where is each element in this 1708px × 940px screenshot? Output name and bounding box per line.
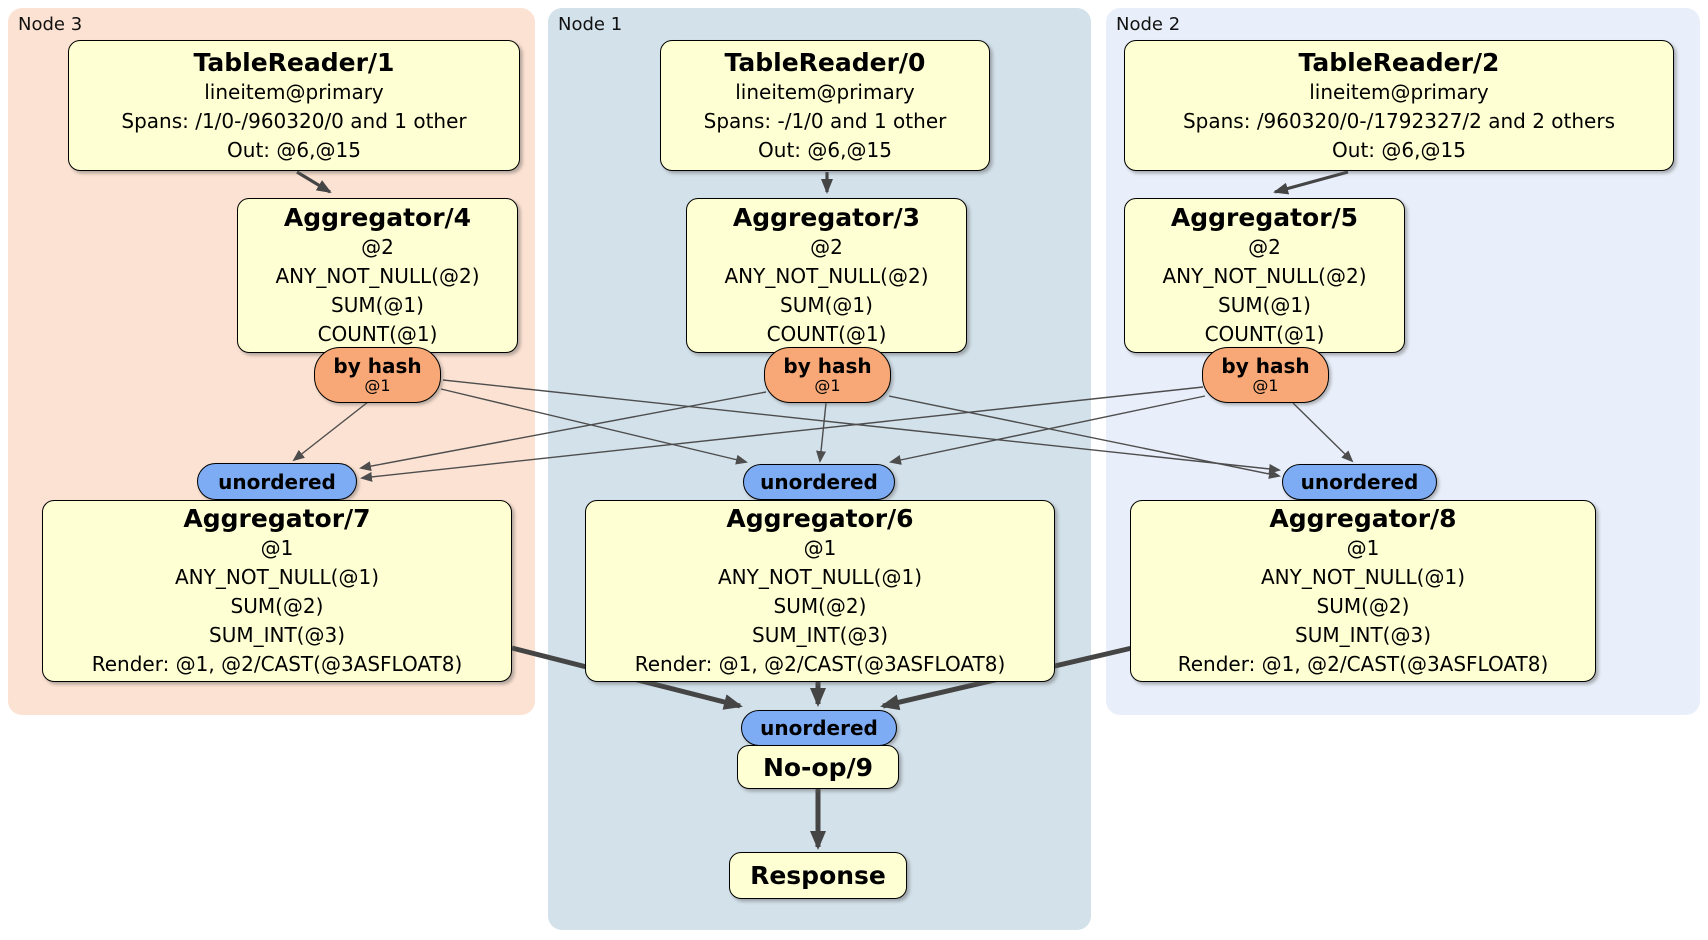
processor-detail: SUM_INT(@3) — [1295, 623, 1431, 647]
processor-detail: ANY_NOT_NULL(@2) — [1162, 264, 1367, 288]
processor-detail: Spans: /1/0-/960320/0 and 1 other — [121, 108, 467, 133]
processor-detail: ANY_NOT_NULL(@1) — [175, 565, 379, 589]
processor-detail: COUNT(@1) — [1204, 322, 1325, 346]
processor-detail: ANY_NOT_NULL(@1) — [718, 565, 922, 589]
processor-title: Aggregator/5 — [1170, 203, 1359, 232]
processor-title: Aggregator/6 — [726, 504, 914, 533]
router-label: by hash — [333, 354, 422, 378]
processor-detail: @2 — [810, 235, 843, 259]
sync-unordered-6: unordered — [743, 464, 895, 500]
region-label-node-3: Node 3 — [18, 14, 83, 35]
router-detail: @1 — [814, 376, 841, 395]
sync-unordered-8: unordered — [1282, 464, 1437, 500]
processor-detail: ANY_NOT_NULL(@2) — [275, 264, 480, 288]
processor-detail: ANY_NOT_NULL(@1) — [1261, 565, 1465, 589]
processor-detail: @1 — [260, 536, 294, 560]
processor-detail: lineitem@primary — [204, 79, 384, 104]
processor-aggregator-6: Aggregator/6 @1 ANY_NOT_NULL(@1) SUM(@2)… — [585, 500, 1055, 682]
processor-detail: lineitem@primary — [735, 79, 915, 104]
processor-detail: @2 — [361, 235, 394, 259]
processor-detail: SUM(@1) — [780, 293, 873, 317]
processor-aggregator-7: Aggregator/7 @1 ANY_NOT_NULL(@1) SUM(@2)… — [42, 500, 512, 682]
processor-detail: Render: @1, @2/CAST(@3ASFLOAT8) — [1177, 652, 1549, 676]
router-by-hash-5: by hash @1 — [1202, 347, 1329, 403]
sync-label: unordered — [1300, 470, 1419, 494]
processor-detail: SUM(@2) — [1316, 594, 1410, 618]
edge-bh4-u7 — [292, 401, 369, 462]
processor-tablereader-0: TableReader/0 lineitem@primary Spans: -/… — [660, 40, 990, 171]
processor-detail: Spans: /960320/0-/1792327/2 and 2 others — [1182, 108, 1615, 133]
processor-title: TableReader/2 — [1298, 47, 1500, 77]
edge-bh3-u6 — [816, 402, 827, 463]
processor-response: Response — [729, 852, 907, 899]
processor-title: TableReader/0 — [724, 47, 926, 77]
processor-detail: Out: @6,@15 — [1332, 137, 1466, 162]
sync-label: unordered — [218, 469, 336, 494]
processor-aggregator-3: Aggregator/3 @2 ANY_NOT_NULL(@2) SUM(@1)… — [686, 198, 967, 353]
processor-tablereader-1: TableReader/1 lineitem@primary Spans: /1… — [68, 40, 520, 171]
edge-bh5-u7 — [360, 386, 1204, 482]
processor-detail: @1 — [1346, 536, 1380, 560]
processor-title: Aggregator/4 — [283, 203, 472, 232]
processor-detail: COUNT(@1) — [766, 322, 887, 346]
processor-detail: SUM_INT(@3) — [209, 623, 345, 647]
processor-detail: SUM(@2) — [230, 594, 324, 618]
sync-label: unordered — [760, 470, 878, 494]
processor-tablereader-2: TableReader/2 lineitem@primary Spans: /9… — [1124, 40, 1674, 171]
processor-detail: lineitem@primary — [1309, 79, 1489, 104]
router-by-hash-4: by hash @1 — [314, 347, 441, 403]
edge-bh3-u7 — [359, 391, 767, 472]
processor-detail: @1 — [803, 536, 837, 560]
processor-detail: ANY_NOT_NULL(@2) — [724, 264, 929, 288]
processor-detail: Out: @6,@15 — [227, 137, 361, 162]
sync-unordered-7: unordered — [197, 463, 357, 500]
router-label: by hash — [783, 354, 872, 378]
processor-aggregator-8: Aggregator/8 @1 ANY_NOT_NULL(@1) SUM(@2)… — [1130, 500, 1596, 682]
router-detail: @1 — [1252, 376, 1279, 395]
processor-detail: Render: @1, @2/CAST(@3ASFLOAT8) — [634, 652, 1006, 676]
processor-detail: Spans: -/1/0 and 1 other — [703, 108, 947, 133]
processor-aggregator-4: Aggregator/4 @2 ANY_NOT_NULL(@2) SUM(@1)… — [237, 198, 518, 353]
edge-bh5-u8 — [1292, 402, 1354, 463]
processor-title: TableReader/1 — [193, 47, 395, 77]
edge-tr2-agg5 — [1273, 170, 1349, 195]
region-label-node-1: Node 1 — [558, 14, 623, 35]
processor-title: Response — [750, 861, 886, 890]
processor-detail: SUM_INT(@3) — [752, 623, 888, 647]
edge-bh3-u8 — [888, 395, 1281, 479]
edge-bh5-u6 — [889, 395, 1206, 465]
processor-aggregator-5: Aggregator/5 @2 ANY_NOT_NULL(@2) SUM(@1)… — [1124, 198, 1405, 353]
processor-title: No-op/9 — [762, 752, 874, 782]
processor-detail: COUNT(@1) — [317, 322, 438, 346]
edges-tablereader-to-aggregator — [296, 170, 1349, 195]
edge-bh4-u8 — [442, 379, 1281, 474]
router-detail: @1 — [364, 376, 391, 395]
processor-detail: Render: @1, @2/CAST(@3ASFLOAT8) — [91, 652, 463, 676]
processor-detail: SUM(@1) — [1218, 293, 1311, 317]
sync-label: unordered — [760, 716, 878, 740]
edges-hash-to-unordered — [292, 379, 1354, 482]
processor-detail: SUM(@1) — [331, 293, 424, 317]
processor-title: Aggregator/7 — [183, 504, 371, 533]
processor-title: Aggregator/3 — [732, 203, 921, 232]
router-by-hash-3: by hash @1 — [764, 347, 891, 403]
processor-title: Aggregator/8 — [1269, 504, 1457, 533]
processor-no-op-9: No-op/9 — [737, 745, 899, 789]
edge-tr1-agg4 — [296, 170, 332, 194]
router-label: by hash — [1221, 354, 1310, 378]
processor-detail: Out: @6,@15 — [758, 137, 892, 162]
processor-detail: SUM(@2) — [773, 594, 867, 618]
region-label-node-2: Node 2 — [1116, 14, 1181, 35]
edge-bh4-u6 — [440, 388, 748, 465]
sync-unordered-final: unordered — [741, 710, 897, 746]
processor-detail: @2 — [1248, 235, 1281, 259]
